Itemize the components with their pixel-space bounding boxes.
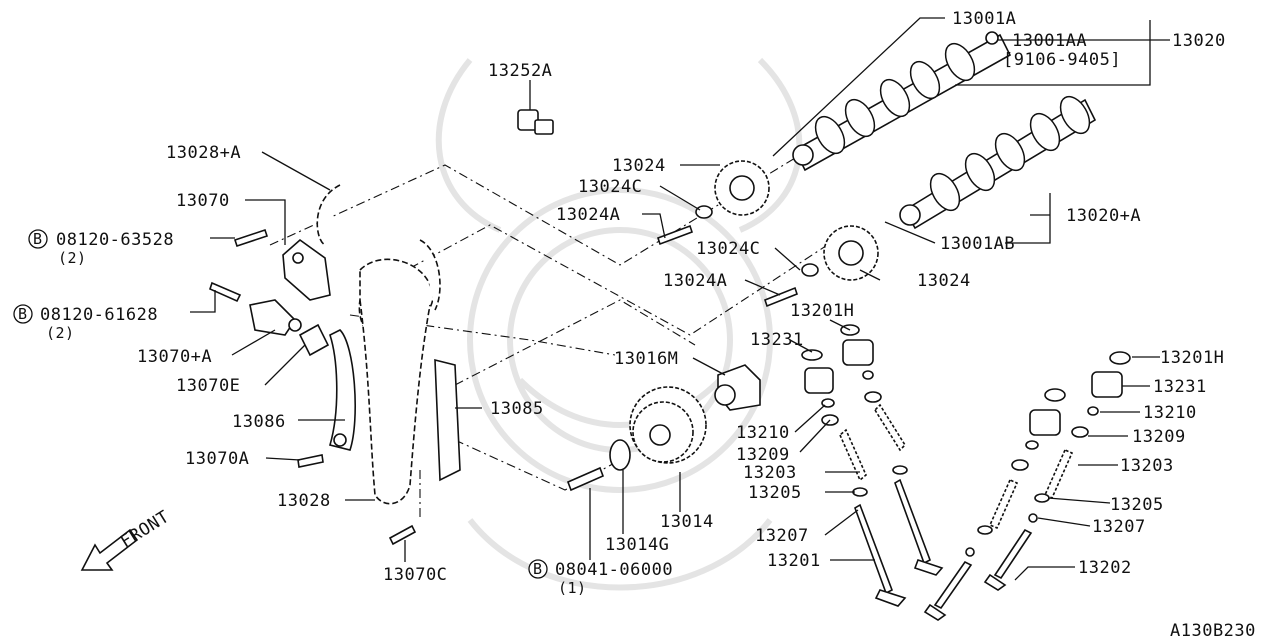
label-13070: 13070 (176, 191, 230, 211)
label-08041-06000: 08041-06000 (555, 560, 673, 580)
bolt-symbol-2: B (13, 304, 33, 324)
tensioner-13070a-plus (249, 299, 302, 336)
washer-13024c-upper (695, 205, 713, 219)
bolt-symbol-text: B (33, 230, 43, 248)
label-13028: 13028 (277, 491, 331, 511)
bolt-symbol-1: B (28, 229, 48, 249)
front-label: FRONT (117, 507, 173, 552)
label-13070e: 13070E (176, 376, 240, 396)
label-13203-left: 13203 (743, 463, 797, 483)
valve-train-left (801, 324, 944, 607)
plug-13252a (517, 109, 554, 135)
diagram-code: A130B230 (1170, 621, 1256, 639)
label-13070c: 13070C (383, 565, 447, 585)
bolt-symbol-3: B (528, 559, 548, 579)
label-13024-upper: 13024 (612, 156, 666, 176)
label-13070-a-plus: 13070+A (137, 347, 212, 367)
label-13210-right: 13210 (1143, 403, 1197, 423)
label-13205-left: 13205 (748, 483, 802, 503)
label-13024-lower: 13024 (917, 271, 971, 291)
label-08120-63528: 08120-63528 (56, 230, 174, 250)
chain-tensioner-13070 (282, 238, 331, 301)
label-13028-a: 13028+A (166, 143, 241, 163)
label-13203-right: 13203 (1120, 456, 1174, 476)
label-13020: 13020 (1172, 31, 1226, 51)
label-13024c-upper: 13024C (578, 177, 642, 197)
label-qty-2a: (2) (58, 249, 87, 267)
label-13201h-left: 13201H (790, 301, 854, 321)
bolt-13070a (297, 454, 324, 468)
bolt-13070c (388, 524, 417, 546)
label-13024a-upper: 13024A (556, 205, 620, 225)
label-13207-left: 13207 (755, 526, 809, 546)
timing-chain-13028 (359, 299, 431, 505)
gasket-13070e (298, 323, 330, 357)
label-13024c-lower: 13024C (696, 239, 760, 259)
cam-sprocket-upper (714, 160, 770, 216)
bolt-symbol-text: B (18, 305, 28, 323)
label-13252a: 13252A (488, 61, 552, 81)
label-13231-right: 13231 (1153, 377, 1207, 397)
label-13001aa: 13001AA (1012, 31, 1087, 51)
bolt-08041-06000 (566, 466, 605, 492)
label-13201: 13201 (767, 551, 821, 571)
label-13016m: 13016M (614, 349, 678, 369)
bolt-13024a-upper (656, 224, 694, 246)
front-arrow: FRONT (80, 507, 173, 571)
camshaft-upper (792, 31, 1012, 172)
label-qty-1: (1) (558, 579, 587, 597)
washer-13024c-lower (801, 263, 819, 277)
label-13205-right: 13205 (1110, 495, 1164, 515)
valve-train-right (923, 351, 1131, 621)
label-13086: 13086 (232, 412, 286, 432)
label-13209-right: 13209 (1132, 427, 1186, 447)
label-13024a-lower: 13024A (663, 271, 727, 291)
bolt-08120-61628 (209, 281, 242, 303)
label-13210-left: 13210 (736, 423, 790, 443)
label-13070a: 13070A (185, 449, 249, 469)
chain-guide-13085 (434, 358, 461, 482)
crank-sprocket-13014 (629, 386, 707, 464)
watermark-emblem (435, 57, 803, 591)
label-13231-left: 13231 (750, 330, 804, 350)
cam-sprocket-lower (823, 225, 879, 281)
label-13020-a: 13020+A (1066, 206, 1141, 226)
bolt-13024a-lower (764, 286, 798, 308)
washer-13014g (609, 439, 631, 471)
label-13207-right: 13207 (1092, 517, 1146, 537)
camshaft-lower (899, 95, 1097, 230)
label-13202: 13202 (1078, 558, 1132, 578)
label-qty-2b: (2) (46, 324, 75, 342)
label-9106-9405: [9106-9405] (1003, 50, 1121, 70)
part-labels: 13001A 13001AA [9106-9405] 13020 13252A … (40, 9, 1256, 639)
chain-guide-13086 (329, 329, 356, 451)
label-08120-61628: 08120-61628 (40, 305, 158, 325)
label-13014: 13014 (660, 512, 714, 532)
label-13014g: 13014G (605, 535, 669, 555)
label-13001a: 13001A (952, 9, 1016, 29)
bolt-08120-63528 (233, 228, 269, 248)
label-13085: 13085 (490, 399, 544, 419)
idler-13016m (714, 364, 761, 411)
label-13209-left: 13209 (736, 445, 790, 465)
label-13001ab: 13001AB (940, 234, 1015, 254)
leader-lines (190, 17, 1170, 581)
label-13201h-right: 13201H (1160, 348, 1224, 368)
bolt-symbol-text: B (533, 560, 543, 578)
guide-pivot (333, 433, 347, 447)
